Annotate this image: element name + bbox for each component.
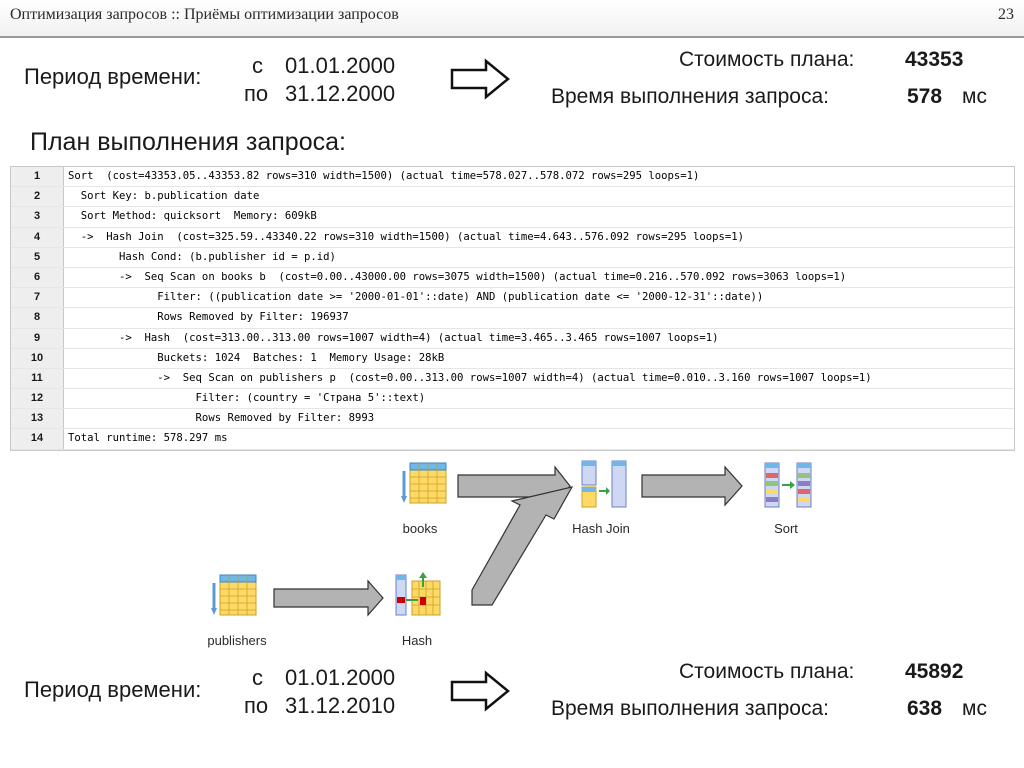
- plan-row-text: Filter: (country = 'Страна 5'::text): [68, 392, 426, 405]
- hash-join-icon: [581, 460, 627, 508]
- plan-row-text: Rows Removed by Filter: 8993: [68, 412, 375, 425]
- time-value-top: 578: [907, 85, 943, 108]
- cost-value-bottom: 45892: [905, 660, 964, 683]
- plan-row-number: 8: [11, 308, 64, 328]
- plan-row-number: 11: [11, 368, 64, 389]
- plan-row-number: 5: [11, 247, 64, 267]
- plan-row-number: 6: [11, 267, 64, 288]
- plan-row-number: 4: [11, 227, 64, 247]
- plan-row-text: -> Seq Scan on books b (cost=0.00..43000…: [68, 270, 847, 283]
- plan-row: 5 Hash Cond: (b.publisher id = p.id): [11, 247, 1014, 268]
- plan-row-number: 7: [11, 288, 64, 308]
- plan-row-number: 13: [11, 409, 64, 429]
- plan-row: 1 Sort (cost=43353.05..43353.82 rows=310 …: [11, 167, 1014, 188]
- plan-row: 8 Rows Removed by Filter: 196937: [11, 308, 1014, 329]
- plan-row-text: -> Hash (cost=313.00..313.00 rows=1007 w…: [68, 331, 719, 344]
- plan-table: 1 Sort (cost=43353.05..43353.82 rows=310 …: [10, 166, 1015, 451]
- node-label-hash-join: Hash Join: [572, 521, 630, 536]
- period-label-bottom: Период времени:: [24, 677, 202, 702]
- period-label-top: Период времени:: [24, 64, 202, 89]
- plan-row-text: -> Hash Join (cost=325.59..43340.22 rows…: [68, 230, 745, 243]
- from-prefix-bottom: с: [252, 665, 263, 690]
- node-label-publishers: publishers: [207, 633, 267, 648]
- time-value-bottom: 638: [907, 697, 943, 720]
- from-date-bottom: 01.01.2000: [285, 665, 396, 690]
- cost-value-top: 43353: [905, 48, 964, 71]
- plan-row-number: 2: [11, 187, 64, 207]
- from-date-top: 01.01.2000: [285, 53, 396, 78]
- plan-row-number: 1: [11, 167, 64, 187]
- node-label-hash: Hash: [402, 633, 432, 648]
- plan-row: 3 Sort Method: quicksort Memory: 609kB: [11, 207, 1014, 228]
- cost-label-top: Стоимость плана:: [679, 48, 855, 71]
- time-unit-top: мс: [962, 85, 987, 108]
- plan-row-number: 12: [11, 389, 64, 409]
- time-label-top: Время выполнения запроса:: [551, 85, 829, 108]
- plan-row-text: Total runtime: 578.297 ms: [68, 432, 228, 445]
- plan-row-text: Sort (cost=43353.05..43353.82 rows=310 w…: [68, 170, 700, 182]
- sort-icon: [764, 462, 812, 508]
- cost-label-bottom: Стоимость плана:: [679, 660, 855, 683]
- table-icon-publishers: [211, 574, 257, 616]
- slide-title: Оптимизация запросов :: Приёмы оптимизац…: [10, 6, 399, 23]
- plan-row-text: Sort Method: quicksort Memory: 609kB: [68, 210, 317, 223]
- node-label-sort: Sort: [774, 521, 798, 536]
- hash-icon: [395, 572, 441, 616]
- to-prefix-top: по: [244, 81, 269, 106]
- table-icon-books: [401, 462, 447, 504]
- plan-row: 9 -> Hash (cost=313.00..313.00 rows=1007…: [11, 328, 1014, 349]
- plan-row: 14 Total runtime: 578.297 ms: [11, 429, 1014, 450]
- plan-row-number: 10: [11, 348, 64, 368]
- node-label-books: books: [403, 521, 438, 536]
- arrow-hashjoin-to-sort: [641, 465, 743, 507]
- plan-row-number: 3: [11, 207, 64, 227]
- plan-row-text: Hash Cond: (b.publisher id = p.id): [68, 250, 336, 263]
- plan-title: План выполнения запроса:: [30, 128, 346, 156]
- to-prefix-bottom: по: [244, 693, 269, 718]
- time-label-bottom: Время выполнения запроса:: [551, 697, 829, 720]
- plan-row: 6 -> Seq Scan on books b (cost=0.00..430…: [11, 267, 1014, 289]
- plan-row: 11 -> Seq Scan on publishers p (cost=0.0…: [11, 368, 1014, 390]
- plan-row: 4 -> Hash Join (cost=325.59..43340.22 ro…: [11, 227, 1014, 248]
- plan-row-text: Filter: ((publication date >= '2000-01-0…: [68, 291, 764, 304]
- plan-row: 13 Rows Removed by Filter: 8993: [11, 409, 1014, 430]
- right-arrow-icon: [450, 670, 510, 712]
- plan-row-text: Buckets: 1024 Batches: 1 Memory Usage: 2…: [68, 351, 445, 364]
- plan-row: 10 Buckets: 1024 Batches: 1 Memory Usage…: [11, 348, 1014, 369]
- right-arrow-icon: [450, 58, 510, 100]
- slide-header: Оптимизация запросов :: Приёмы оптимизац…: [0, 0, 1024, 38]
- plan-row-text: Sort Key: b.publication date: [68, 190, 260, 203]
- plan-row: 7 Filter: ((publication date >= '2000-01…: [11, 288, 1014, 309]
- arrow-publishers-to-hash: [273, 579, 384, 617]
- plan-row-text: Rows Removed by Filter: 196937: [68, 311, 349, 324]
- from-prefix-top: с: [252, 53, 263, 78]
- to-date-bottom: 31.12.2010: [285, 693, 396, 718]
- plan-row-number: 14: [11, 429, 64, 449]
- time-unit-bottom: мс: [962, 697, 987, 720]
- plan-row-text: -> Seq Scan on publishers p (cost=0.00..…: [68, 371, 872, 384]
- plan-diagram: books Hash Join Sort publishers Hash: [207, 460, 812, 648]
- page-number: 23: [998, 6, 1014, 23]
- plan-row-number: 9: [11, 328, 64, 348]
- plan-row: 2 Sort Key: b.publication date: [11, 187, 1014, 208]
- plan-row: 12 Filter: (country = 'Страна 5'::text): [11, 389, 1014, 410]
- arrow-hash-to-hashjoin: [471, 486, 574, 606]
- to-date-top: 31.12.2000: [285, 81, 396, 106]
